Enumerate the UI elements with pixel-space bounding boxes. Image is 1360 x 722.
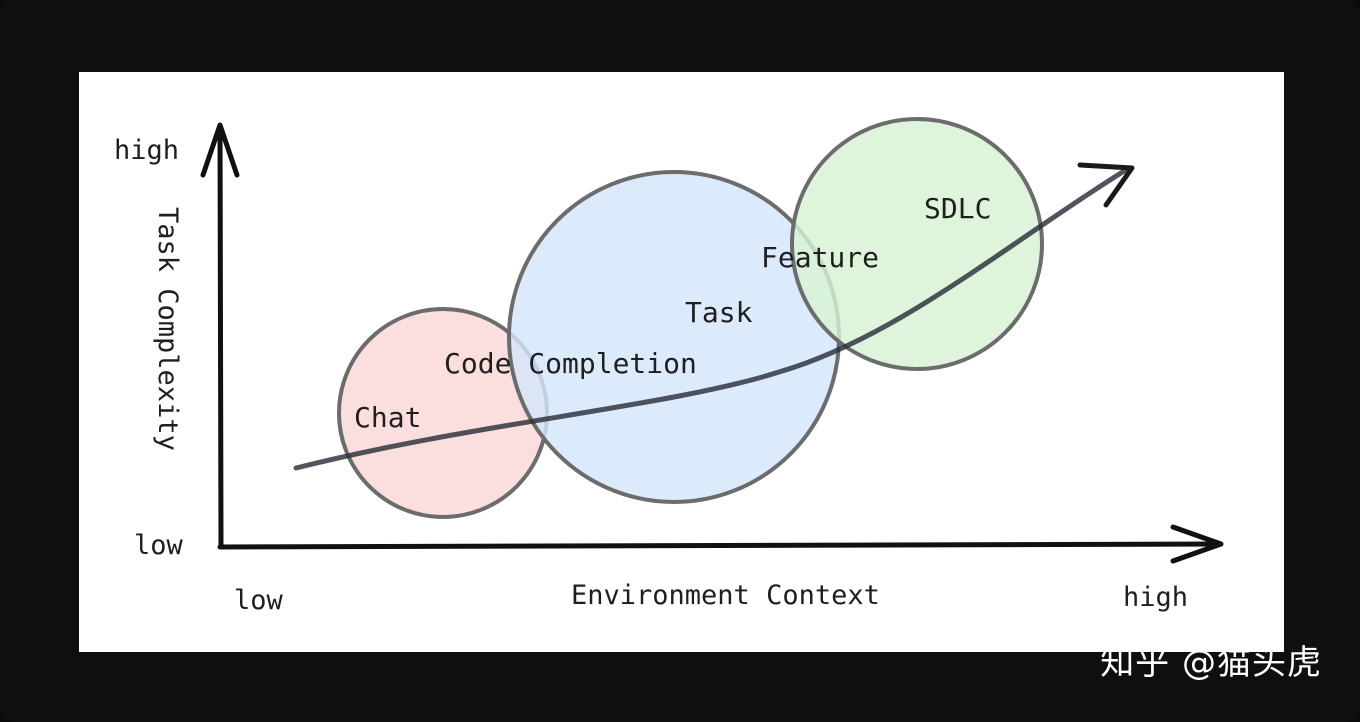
x-axis-low-label: low — [234, 585, 284, 616]
x-axis-line — [217, 541, 1222, 550]
x-axis-title: Environment Context — [571, 580, 880, 611]
x-axis-high-label: high — [1123, 582, 1188, 613]
chat-label: Chat — [354, 401, 421, 434]
diagram-canvas: high low Task Complexity low Environment… — [79, 72, 1284, 652]
y-axis-arrowhead — [200, 122, 240, 178]
y-axis-title: Task Complexity — [152, 207, 183, 451]
feature-label: Feature — [761, 241, 879, 274]
growth-curve — [293, 165, 1132, 471]
y-axis-low-label: low — [134, 530, 184, 561]
watermark-text: 知乎 @猫头虎 — [1100, 643, 1322, 683]
y-axis-high-label: high — [114, 135, 179, 166]
diagram-svg: high low Task Complexity low Environment… — [114, 117, 1224, 616]
x-axis-arrowhead — [1170, 524, 1224, 564]
sdlc-circle — [790, 117, 1044, 371]
task-circle — [507, 170, 841, 504]
curve-arrowhead — [1077, 162, 1135, 208]
task-label: Task — [685, 296, 753, 329]
sdlc-label: SDLC — [924, 192, 991, 225]
y-axis-line — [217, 124, 224, 550]
code-completion-label: Code Completion — [444, 347, 697, 380]
